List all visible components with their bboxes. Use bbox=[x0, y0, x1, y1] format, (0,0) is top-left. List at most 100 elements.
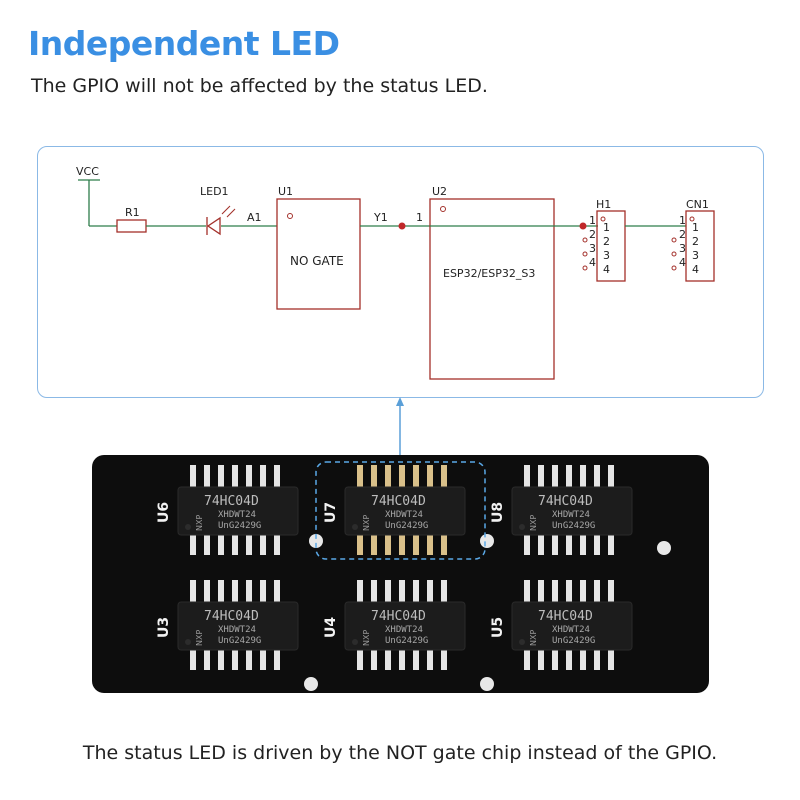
cn1-connector bbox=[685, 210, 715, 282]
chip-pin-top bbox=[399, 465, 405, 489]
chip-pin-bottom bbox=[566, 648, 572, 670]
chip-pin-bottom bbox=[594, 533, 600, 555]
chip-brand: NXP bbox=[529, 515, 538, 531]
chip-pin-top bbox=[580, 580, 586, 604]
chip-pin-bottom bbox=[552, 533, 558, 555]
chip-part-number: 74HC04D bbox=[538, 609, 593, 624]
chip-pin-bottom bbox=[190, 648, 196, 670]
chip-label: U8 bbox=[490, 502, 506, 523]
chip-pin-top bbox=[552, 580, 558, 604]
chip-pin-bottom bbox=[580, 648, 586, 670]
chip-body bbox=[511, 601, 633, 651]
chip-pin1-dot bbox=[185, 639, 191, 645]
chip-pin-bottom bbox=[608, 648, 614, 670]
chip-pin1-dot bbox=[185, 524, 191, 530]
chip-pin-bottom bbox=[608, 533, 614, 555]
y1-label: Y1 bbox=[373, 211, 388, 224]
chip-pin-top bbox=[232, 580, 238, 604]
chip-batch-code: XHDWT24 bbox=[218, 625, 256, 635]
chip-batch-code: XHDWT24 bbox=[218, 510, 256, 520]
junction-dot bbox=[398, 222, 406, 230]
mounting-hole bbox=[480, 677, 494, 691]
chip-pin-bottom bbox=[399, 533, 405, 555]
u1-text: NO GATE bbox=[290, 254, 344, 268]
led-ray-icon bbox=[221, 205, 231, 215]
u2-esp32 bbox=[429, 198, 555, 380]
chip-label: U5 bbox=[490, 617, 506, 638]
chip-pin-top bbox=[218, 580, 224, 604]
chip-pin-bottom bbox=[441, 533, 447, 555]
chip-pin-bottom bbox=[190, 533, 196, 555]
h1-pin-right: 2 bbox=[603, 235, 610, 248]
chip-pin-top bbox=[580, 465, 586, 489]
u1-not-gate bbox=[276, 198, 361, 310]
chip-group: 74HC04DXHDWT24UnG2429GNXPU674HC04DXHDWT2… bbox=[156, 465, 633, 670]
chip-body bbox=[177, 601, 299, 651]
chip-pin-bottom bbox=[260, 533, 266, 555]
chip-pin-bottom bbox=[552, 648, 558, 670]
chip-pin-top bbox=[566, 465, 572, 489]
led-diode-icon bbox=[206, 216, 221, 236]
h1-pin-dot bbox=[582, 251, 588, 257]
chip-pin-top bbox=[232, 465, 238, 489]
chip-batch-code: XHDWT24 bbox=[385, 625, 423, 635]
chip-body bbox=[344, 601, 466, 651]
chip-pin-bottom bbox=[399, 648, 405, 670]
chip-pin-top bbox=[357, 465, 363, 489]
chip-lot-code: UnG2429G bbox=[385, 521, 428, 531]
chip-pin-bottom bbox=[580, 533, 586, 555]
chip-pin1-dot bbox=[352, 524, 358, 530]
chip-pin-top bbox=[524, 580, 530, 604]
chip-pin-top bbox=[441, 580, 447, 604]
chip-pin-top bbox=[594, 580, 600, 604]
cn1-pin-right: 2 bbox=[692, 235, 699, 248]
h1-pin-left: 4 bbox=[589, 256, 596, 269]
chip-batch-code: XHDWT24 bbox=[552, 510, 590, 520]
led-ray-icon bbox=[226, 208, 236, 218]
chip-pin-top bbox=[524, 465, 530, 489]
chip-pin-bottom bbox=[371, 533, 377, 555]
chip-pin-bottom bbox=[246, 648, 252, 670]
chip-pin1-dot bbox=[352, 639, 358, 645]
chip-pin-top bbox=[538, 580, 544, 604]
chip-pin-top bbox=[608, 580, 614, 604]
chip-pin-bottom bbox=[524, 533, 530, 555]
chip-pin-bottom bbox=[385, 533, 391, 555]
chip-pin-bottom bbox=[371, 648, 377, 670]
chip-lot-code: UnG2429G bbox=[552, 521, 595, 531]
chip-pin-top bbox=[441, 465, 447, 489]
h1-pin-left: 1 bbox=[589, 214, 596, 227]
chip-batch-code: XHDWT24 bbox=[385, 510, 423, 520]
chip-pin-top bbox=[427, 580, 433, 604]
h1-pin-right: 4 bbox=[603, 263, 610, 276]
chip-brand: NXP bbox=[362, 630, 371, 646]
chip-pin-bottom bbox=[427, 533, 433, 555]
chip-pin-bottom bbox=[260, 648, 266, 670]
chip-pin-top bbox=[552, 465, 558, 489]
cn1-pin-dot bbox=[671, 265, 677, 271]
chip-pin-bottom bbox=[413, 648, 419, 670]
chip-pin-bottom bbox=[204, 648, 210, 670]
chip-pin-bottom bbox=[218, 648, 224, 670]
chip-pin-bottom bbox=[274, 648, 280, 670]
cn1-label: CN1 bbox=[686, 198, 709, 211]
chip-pin-bottom bbox=[274, 533, 280, 555]
chip-pin-bottom bbox=[594, 648, 600, 670]
cn1-pin-dot bbox=[671, 251, 677, 257]
cn1-pin-left: 4 bbox=[679, 256, 686, 269]
chip-part-number: 74HC04D bbox=[204, 494, 259, 509]
h1-header bbox=[596, 210, 626, 282]
chip-pin-top bbox=[371, 465, 377, 489]
chip-pin-bottom bbox=[232, 648, 238, 670]
chip-body bbox=[344, 486, 466, 536]
chip-label: U7 bbox=[323, 502, 339, 523]
cn1-pin-left: 2 bbox=[679, 228, 686, 241]
chip-pin-top bbox=[218, 465, 224, 489]
junction-dot bbox=[579, 222, 587, 230]
chip-pin-bottom bbox=[538, 648, 544, 670]
chip-body bbox=[177, 486, 299, 536]
